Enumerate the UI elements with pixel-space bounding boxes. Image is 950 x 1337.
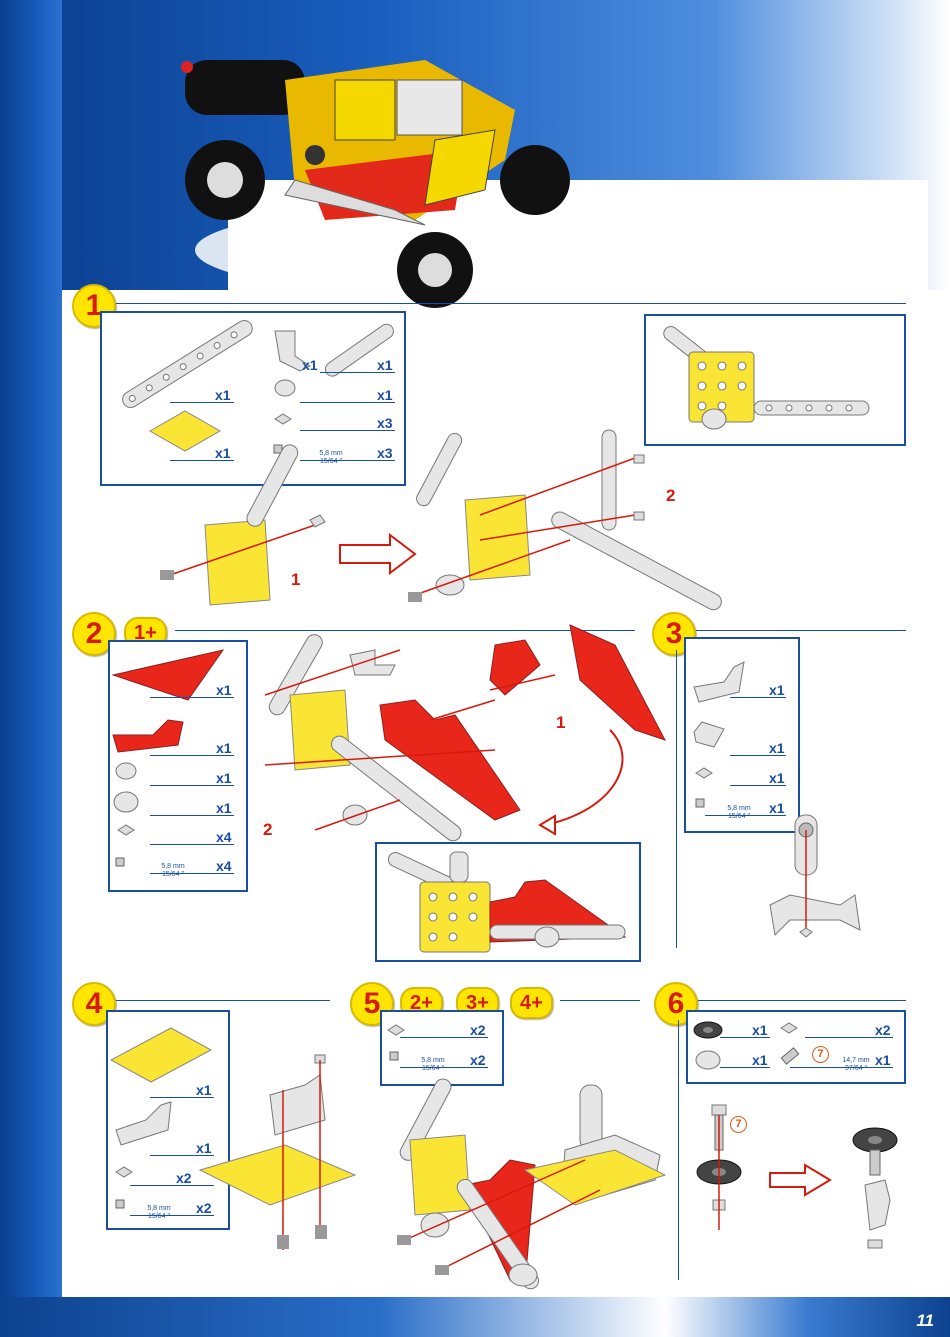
step-1-qty-nut: x3 xyxy=(377,415,393,431)
left-blue-band xyxy=(0,0,62,1337)
qty-underline xyxy=(400,1067,488,1068)
step-6-qty-bracket: x1 xyxy=(752,1052,768,1068)
step-1-label-1: 1 xyxy=(291,570,300,590)
step-2-qty-triangle-plate: x1 xyxy=(216,682,232,698)
step-1-qty-short-strip: x1 xyxy=(377,357,393,373)
step-1-assembly-diagram xyxy=(150,430,730,610)
buggy-model-photo xyxy=(165,20,605,320)
size-mm: 5,8 mm xyxy=(161,863,184,870)
size-mm: 14,7 mm xyxy=(842,1057,869,1064)
step-5-ref-pill-4: 4+ xyxy=(510,987,553,1019)
step-1-qty-long-strip: x1 xyxy=(215,387,231,403)
step-6-side-rule xyxy=(678,1020,679,1280)
qty-underline xyxy=(150,873,234,874)
qty-underline xyxy=(720,1037,770,1038)
qty-underline xyxy=(720,1067,770,1068)
step-2-assembly-diagram xyxy=(255,620,675,850)
qty-underline xyxy=(150,844,234,845)
step-2-qty-large-bracket: x1 xyxy=(216,800,232,816)
step-2-parts-illustrations xyxy=(108,640,244,888)
qty-underline xyxy=(150,697,234,698)
step-3-side-rule xyxy=(676,650,677,948)
step-5-divider xyxy=(560,1000,640,1001)
size-mm: 5,8 mm xyxy=(421,1057,444,1064)
qty-underline xyxy=(150,785,234,786)
page-number: 11 xyxy=(916,1311,934,1331)
step-2-qty-curved-plate: x1 xyxy=(216,740,232,756)
qty-underline xyxy=(150,815,234,816)
step-6-bolt-ref-callout: 7 xyxy=(730,1116,747,1133)
step-6-divider xyxy=(698,1000,906,1001)
qty-underline xyxy=(790,1067,893,1068)
step-3-qty-small-bracket: x1 xyxy=(769,740,785,756)
step-4-divider xyxy=(116,1000,330,1001)
step-2-qty-nut: x4 xyxy=(216,829,232,845)
qty-underline xyxy=(150,755,234,756)
step-4-assembly-diagram xyxy=(195,1050,365,1250)
qty-underline xyxy=(730,697,786,698)
qty-underline xyxy=(300,402,395,403)
qty-underline xyxy=(320,372,395,373)
step-6-qty-steering-wheel: x1 xyxy=(752,1022,768,1038)
size-mm: 5,8 mm xyxy=(147,1205,170,1212)
step-5-assembly-diagram xyxy=(385,1080,675,1290)
qty-underline xyxy=(730,755,786,756)
qty-underline xyxy=(805,1037,893,1038)
step-2-label-1: 1 xyxy=(556,713,565,733)
step-4-qty-nut: x2 xyxy=(176,1170,192,1186)
step-1-result-illustration xyxy=(644,314,902,442)
step-2-qty-screw: x4 xyxy=(216,858,232,874)
step-2-result-illustration xyxy=(375,842,637,958)
size-mm: 5,8 mm xyxy=(727,805,750,812)
step-6-bolt-ref: 7 xyxy=(812,1046,829,1063)
step-2-qty-small-bracket: x1 xyxy=(216,770,232,786)
step-3-divider xyxy=(696,630,906,631)
step-1-label-2: 2 xyxy=(666,486,675,506)
step-3-qty-nut: x1 xyxy=(769,770,785,786)
step-5-qty-screw: x2 xyxy=(470,1052,486,1068)
step-6-qty-nut: x2 xyxy=(875,1022,891,1038)
step-2-label-2: 2 xyxy=(263,820,272,840)
qty-underline xyxy=(730,785,786,786)
step-1-divider xyxy=(116,303,906,304)
bottom-blue-band xyxy=(0,1297,950,1337)
step-6-qty-bolt: x1 xyxy=(875,1052,891,1068)
step-1-qty-angle-bracket: x1 xyxy=(377,387,393,403)
qty-underline xyxy=(170,402,234,403)
qty-underline xyxy=(400,1037,488,1038)
step-5-qty-nut: x2 xyxy=(470,1022,486,1038)
step-3-assembly-diagram xyxy=(760,810,870,950)
step-3-qty-u-bracket: x1 xyxy=(769,682,785,698)
step-1-qty-angle-strip: x1 xyxy=(302,357,318,373)
step-6-assembly-diagram xyxy=(690,1100,910,1260)
